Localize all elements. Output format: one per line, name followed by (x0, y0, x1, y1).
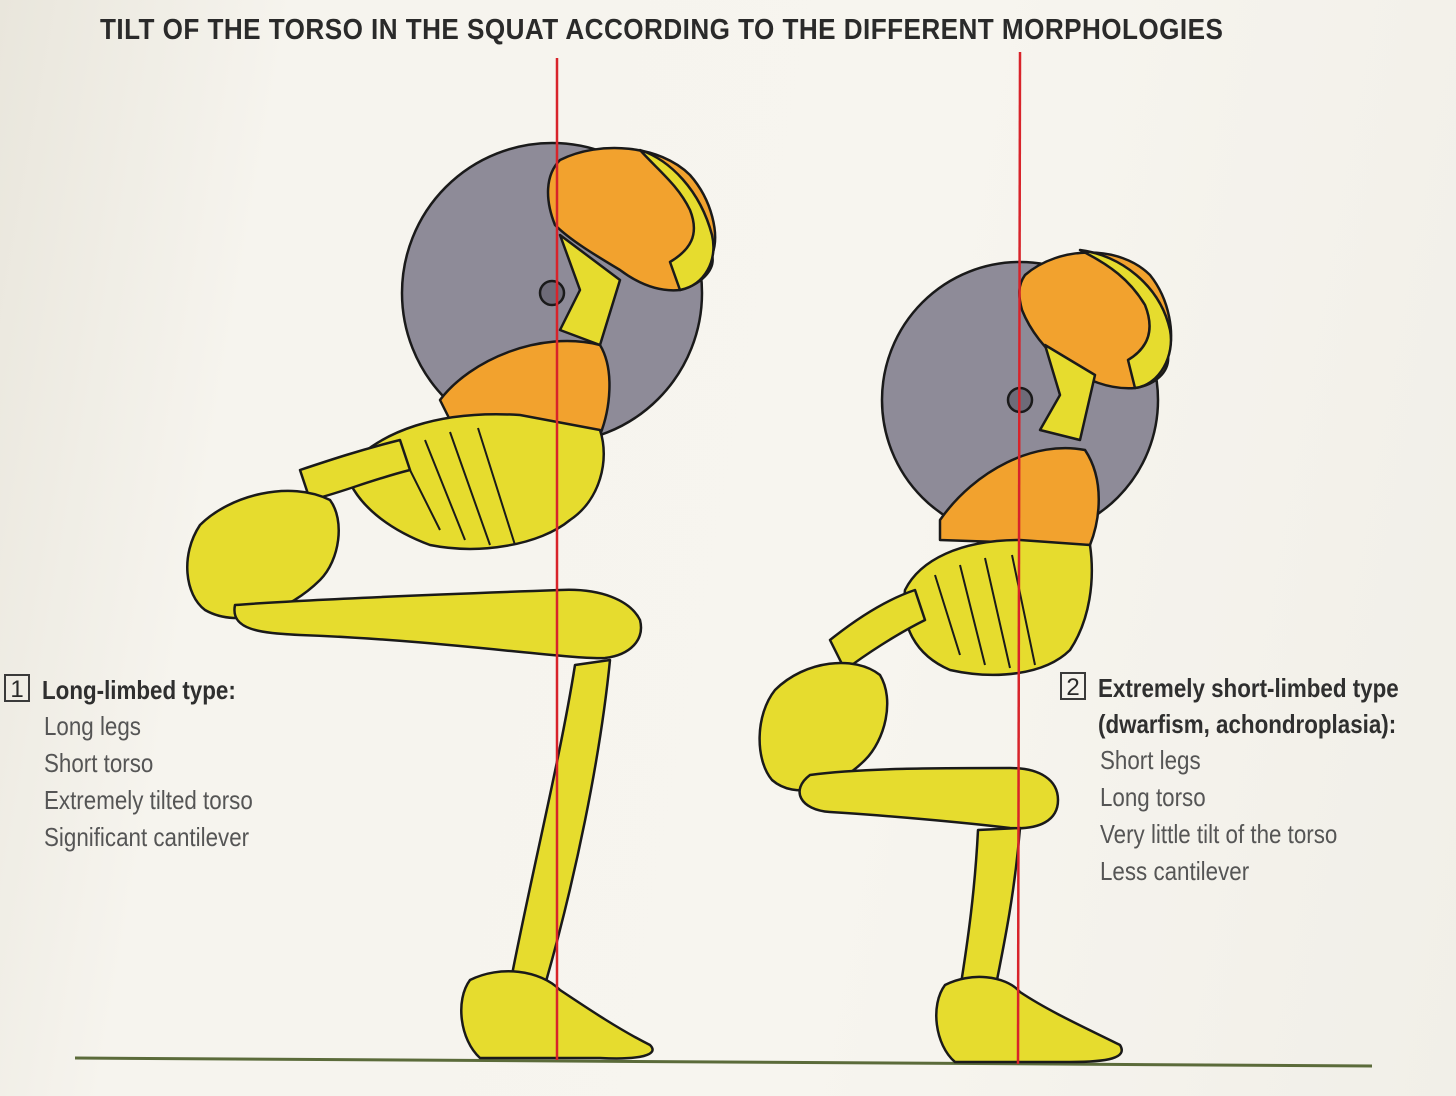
ribcage-2 (902, 538, 1094, 677)
ground-line (74, 1056, 1373, 1068)
femur-1 (233, 588, 643, 660)
spine-2 (828, 588, 927, 672)
tibia-1 (508, 658, 612, 987)
caption-type-2: Extremely short-limbed type (1098, 673, 1399, 703)
face-1 (638, 148, 715, 292)
caption-long-limbed: 1 Long-limbed type: Long legs Short tors… (4, 672, 287, 856)
ribcage-1 (343, 413, 605, 551)
foot-2 (935, 975, 1123, 1064)
caption-item: Less cantilever (1100, 856, 1250, 886)
pelvis-2 (758, 661, 889, 792)
caption-item: Long legs (44, 711, 141, 741)
caption-item: Very little tilt of the torso (1100, 819, 1338, 849)
spine-1 (298, 438, 412, 502)
face-2 (1078, 248, 1173, 390)
caption-item: Significant cantilever (44, 822, 250, 852)
caption-type-2-line2: (dwarfism, achondroplasia): (1098, 709, 1397, 739)
caption-item: Short legs (1100, 745, 1201, 775)
caption-number-1: 1 (4, 674, 30, 703)
pelvis-1 (186, 489, 340, 620)
balance-line-2 (1016, 51, 1022, 1065)
femur-2 (798, 766, 1060, 830)
caption-item: Extremely tilted torso (44, 785, 253, 815)
caption-item: Long torso (1100, 782, 1206, 812)
caption-number-2: 2 (1060, 672, 1086, 701)
figure-2-skeleton (758, 248, 1173, 1064)
figure-1-skeleton (186, 141, 717, 1060)
neck-2 (1038, 343, 1097, 442)
barbell-sleeve-1 (538, 279, 566, 307)
tibia-2 (958, 826, 1022, 992)
neck-1 (558, 233, 622, 347)
caption-type-1: Long-limbed type: (42, 675, 236, 705)
caption-short-limbed: 2 Extremely short-limbed type (dwarfism,… (1060, 670, 1448, 890)
caption-item: Short torso (44, 748, 154, 778)
figure-title: TILT OF THE TORSO IN THE SQUAT ACCORDING… (100, 14, 1224, 46)
